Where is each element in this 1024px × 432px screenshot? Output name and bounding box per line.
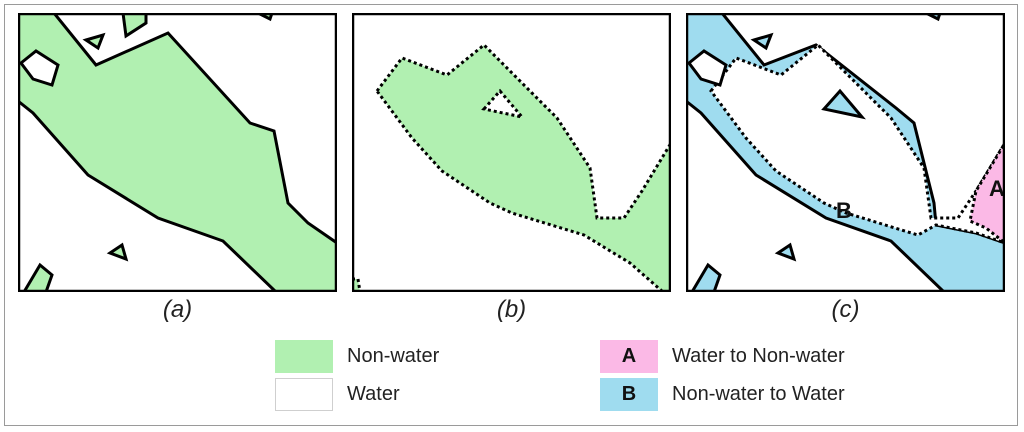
figure-frame: [4, 4, 1018, 426]
legend-swatch-non-water-to-water: B: [600, 378, 658, 411]
legend-item-water-to-non-water: A Water to Non-water: [600, 340, 845, 373]
region-label-a: A: [989, 176, 1005, 201]
legend-label: Non-water to Water: [672, 383, 845, 405]
legend-label: Water: [347, 383, 400, 405]
non-water-region: [375, 42, 671, 292]
legend-swatch-water-to-non-water: A: [600, 340, 658, 373]
non-water-islet: [82, 32, 106, 51]
legend-label: Non-water: [347, 345, 440, 367]
caption-c: (c): [831, 296, 860, 323]
non-water-to-water-islet: [750, 32, 774, 51]
panel-b-border: [352, 13, 671, 292]
non-water-to-water-islet: [690, 262, 722, 292]
non-water-islet: [121, 13, 148, 39]
panel-a: [18, 13, 337, 292]
panel-a-border: [18, 13, 337, 292]
non-water-to-water-islet: [774, 242, 797, 262]
water-island: [18, 49, 60, 87]
legend-label: Water to Non-water: [672, 345, 845, 367]
panel-a-map: [18, 13, 337, 292]
panel-b: [352, 13, 671, 292]
water-island: [686, 49, 728, 87]
non-water-region: [18, 13, 337, 292]
panel-c-map: B A: [686, 13, 1005, 292]
legend-item-non-water-to-water: B Non-water to Water: [600, 378, 845, 411]
region-label-b: B: [836, 198, 852, 223]
water-to-non-water-region: [968, 140, 1005, 245]
water-island: [481, 88, 526, 120]
legend-item-non-water: Non-water: [275, 340, 439, 373]
non-water-to-water-islet: [821, 88, 866, 120]
panel-c: B A: [686, 13, 1005, 292]
water-region: [709, 42, 1005, 245]
legend-item-water: Water: [275, 378, 400, 411]
legend-swatch-non-water: [275, 340, 333, 373]
non-water-islet: [106, 242, 129, 262]
legend-swatch-water: [275, 378, 333, 411]
caption-a: (a): [162, 296, 193, 323]
panel-b-map: [352, 13, 671, 292]
caption-b: (b): [496, 296, 527, 323]
non-water-islet: [22, 262, 54, 292]
panel-c-border: [686, 13, 1005, 292]
